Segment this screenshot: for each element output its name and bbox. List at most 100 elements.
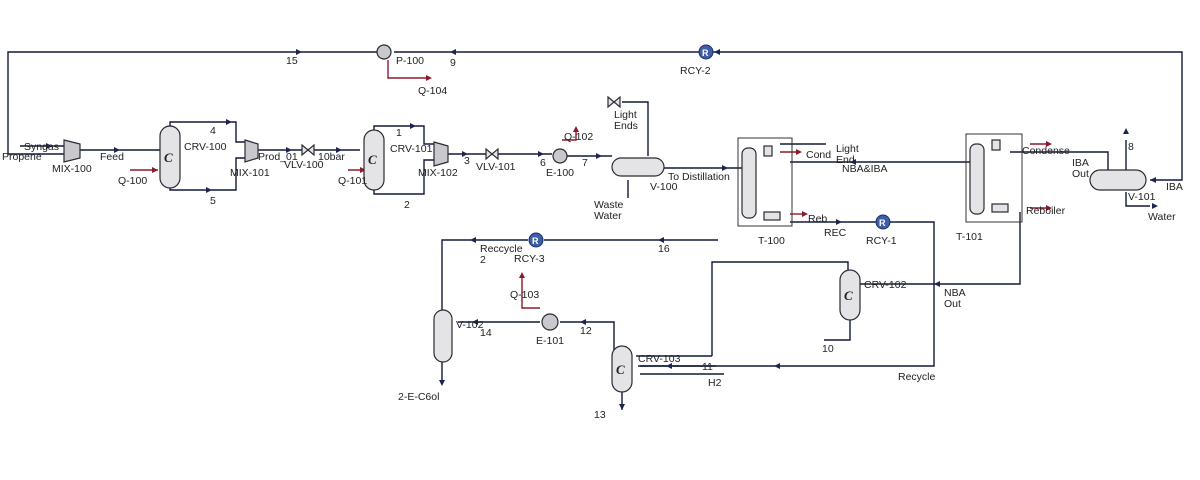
label-s7: 7 — [582, 157, 588, 169]
arrow-reb — [802, 211, 808, 217]
label-s6: 6 — [540, 157, 546, 169]
arrow-12 — [580, 319, 586, 325]
mix-102-icon[interactable] — [433, 141, 449, 167]
crv-102-icon[interactable] — [839, 269, 861, 321]
label-crv100: CRV-100 — [184, 141, 227, 153]
rcy-3-r: R — [532, 236, 539, 246]
rcy3-out-line — [441, 239, 528, 312]
propene-line — [7, 148, 64, 155]
label-s3: 3 — [464, 155, 470, 167]
label-mix102: MIX-102 — [418, 167, 458, 179]
label-s8: 8 — [1128, 141, 1134, 153]
stream-2-line — [373, 159, 434, 195]
label-s14: 14 — [480, 327, 492, 339]
v-101-icon[interactable] — [1089, 169, 1147, 191]
arrow-11 — [666, 363, 672, 369]
label-feed: Feed — [100, 151, 124, 163]
stream-12-line — [560, 321, 615, 350]
crv-103-icon[interactable] — [611, 345, 633, 393]
label-vlv100: VLV-100 — [284, 159, 324, 171]
arrow-rcy2 — [714, 49, 720, 55]
arrow-todist — [722, 165, 728, 171]
label-s10: 10 — [822, 343, 834, 355]
v-100-icon[interactable] — [611, 157, 665, 177]
rcy-1-icon[interactable] — [875, 214, 891, 230]
stream-5-line — [169, 157, 245, 191]
label-s12: 12 — [580, 325, 592, 337]
label-q104: Q-104 — [418, 85, 447, 97]
rcy-2-r: R — [702, 48, 709, 58]
stream-4-line — [169, 121, 245, 143]
vlv-101-icon[interactable] — [485, 147, 499, 161]
arrow-condense — [1046, 141, 1052, 147]
label-mix100: MIX-100 — [52, 163, 92, 175]
stream-15-line — [7, 51, 385, 148]
label-recycle: Recycle — [898, 371, 936, 383]
lightends-line — [622, 101, 649, 156]
lightends-valve-icon[interactable] — [607, 95, 621, 109]
e-101-icon[interactable] — [541, 313, 559, 331]
v-102-icon[interactable] — [433, 309, 453, 363]
arrow-1 — [410, 123, 416, 129]
mix-100-icon[interactable] — [63, 139, 81, 163]
arrow-6 — [538, 151, 544, 157]
label-s16: 16 — [658, 243, 670, 255]
crv-100-c: C — [164, 150, 173, 165]
rcy2-to-iba-line — [712, 51, 1183, 181]
label-rcy2: RCY-2 — [680, 65, 711, 77]
label-rcy3: RCY-3 — [514, 253, 545, 265]
t-100-box — [737, 137, 793, 227]
label-crv101: CRV-101 — [390, 143, 433, 155]
label-q102: Q-102 — [564, 131, 593, 143]
label-q100: Q-100 — [118, 175, 147, 187]
arrow-5 — [206, 187, 212, 193]
arrow-13 — [619, 404, 625, 410]
label-v102: V-102 — [456, 319, 484, 331]
crv-102-c: C — [844, 288, 853, 303]
t-100-reboiler-icon — [763, 211, 781, 221]
label-s15: 15 — [286, 55, 298, 67]
stream-1-line — [373, 125, 434, 145]
label-e100: E-100 — [546, 167, 574, 179]
label-nbaiba: NBA&IBA — [842, 163, 888, 175]
nba-out-line — [856, 212, 1021, 285]
arrow-syngas — [46, 143, 52, 149]
label-t101: T-101 — [956, 231, 983, 243]
stream-10-line — [824, 318, 851, 341]
q103-to-e101-line — [521, 294, 540, 309]
crv-100-icon[interactable] — [159, 125, 181, 189]
arrow-9 — [450, 49, 456, 55]
label-p100: P-100 — [396, 55, 424, 67]
label-s2: 2 — [404, 199, 410, 211]
label-reb: Reb — [808, 213, 827, 225]
label-s5: 5 — [210, 195, 216, 207]
label-q101: Q-101 — [338, 175, 367, 187]
t-101-icon[interactable] — [969, 143, 985, 215]
water-line — [1125, 192, 1150, 207]
arrow-iba — [1150, 177, 1156, 183]
q104-line — [387, 60, 430, 79]
vlv-100-icon[interactable] — [301, 143, 315, 157]
e-100-icon[interactable] — [552, 148, 568, 164]
rcy-3-icon[interactable] — [528, 232, 544, 248]
t-101-condenser-icon — [991, 139, 1001, 151]
arrow-ethylhexanol — [439, 380, 445, 386]
p-100-icon[interactable] — [376, 44, 392, 60]
label-todist: To Distillation — [668, 171, 730, 183]
rcy1-recycle-line — [638, 221, 935, 367]
arrow-q101 — [360, 167, 366, 173]
arrow-nbaout — [934, 281, 940, 287]
mix-101-icon[interactable] — [244, 139, 259, 163]
arrow-rec — [836, 219, 842, 225]
label-s4: 4 — [210, 125, 216, 137]
rcy-2-icon[interactable] — [698, 44, 714, 60]
crv-101-icon[interactable] — [363, 129, 385, 191]
t-100-icon[interactable] — [741, 147, 757, 219]
arrow-q100 — [152, 167, 158, 173]
arrow-water — [1152, 203, 1158, 209]
arrow-q103 — [519, 272, 525, 278]
